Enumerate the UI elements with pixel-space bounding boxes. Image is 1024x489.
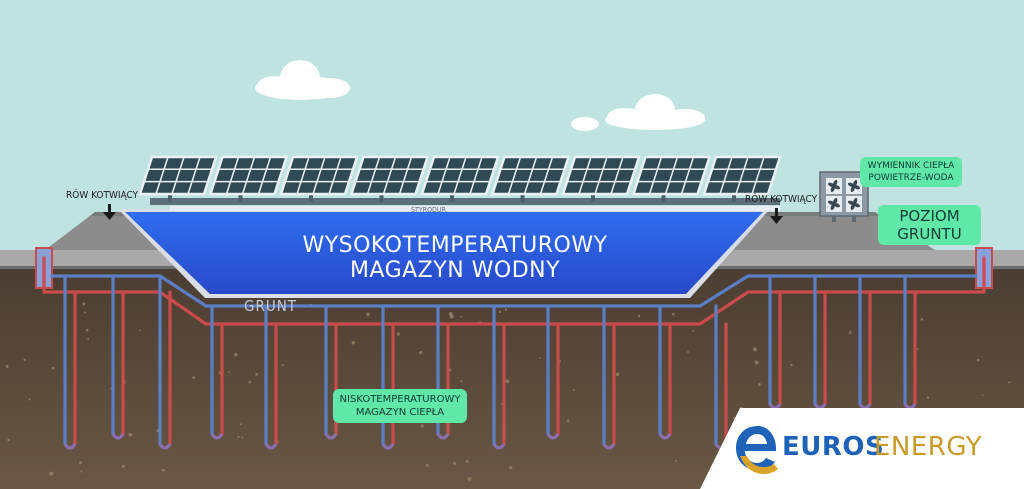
fan-icon	[846, 178, 862, 194]
pipe-bend	[264, 443, 278, 450]
pipe-bend	[492, 443, 506, 450]
solar-panel	[138, 155, 218, 202]
anchor-ditch-left-arrow	[103, 204, 116, 220]
pipe-bend	[324, 433, 338, 440]
solar-panel	[349, 155, 430, 202]
logo-background	[700, 408, 1024, 489]
water-tank	[125, 212, 763, 294]
pipe-bend	[436, 433, 450, 440]
cloud-left	[255, 60, 350, 100]
ground-level-label-line1: POZIOM	[899, 207, 960, 225]
pipe-bend	[158, 443, 172, 450]
heat-exchanger-tag: WYMIENNIK CIEPŁA POWIETRZE-WODA	[860, 157, 962, 187]
pipe-bend	[210, 433, 224, 440]
ground-level-tag: POZIOM GRUNTU	[878, 205, 981, 245]
solar-panel	[702, 155, 782, 202]
ground-label: GRUNT	[244, 297, 298, 315]
solar-panel	[490, 155, 571, 202]
solar-panel	[208, 155, 289, 202]
solar-panel	[561, 155, 641, 202]
solar-panel	[420, 155, 500, 202]
pipe	[42, 290, 986, 326]
low-temp-label-line1: NISKOTEMPERATUROWY	[339, 394, 461, 405]
styrodur-cover	[170, 206, 780, 211]
styrodur-label: STYRODUR	[411, 206, 446, 214]
pipe	[50, 274, 978, 308]
solar-panel	[279, 155, 359, 202]
pipe-bend	[546, 433, 560, 440]
fan-icon	[826, 196, 842, 212]
heat-exchanger-label-line2: POWIETRZE-WODA	[868, 173, 954, 183]
tank-title-line1: WYSOKOTEMPERATUROWY	[302, 233, 608, 258]
euros-logo-icon	[736, 426, 778, 474]
pipe-bend	[658, 433, 672, 440]
logo-text-euros: EUROS	[782, 432, 885, 462]
low-temp-storage-tag: NISKOTEMPERATUROWY MAGAZYN CIEPŁA	[333, 389, 467, 423]
anchor-ditch-right-arrow	[770, 208, 783, 224]
fan-icon	[826, 178, 842, 194]
panel-rail	[150, 198, 780, 205]
ground-heat-exchanger-pipes	[42, 256, 986, 450]
pipe-bend	[111, 433, 125, 440]
logo-text-energy: ENERGY	[874, 432, 983, 462]
solar-panel	[631, 155, 712, 202]
pipe-bend	[63, 443, 77, 450]
pipe-bend	[602, 443, 616, 450]
fan-icon	[846, 196, 862, 212]
ground-level-label-line2: GRUNTU	[897, 225, 962, 243]
tank-title-line2: MAGAZYN WODNY	[349, 258, 561, 283]
solar-array	[138, 155, 782, 202]
anchor-ditch-right-label: RÓW KOTWIĄCY	[745, 194, 818, 205]
anchor-ditch-left-label: RÓW KOTWIĄCY	[66, 190, 139, 201]
cloud-right	[571, 94, 705, 131]
low-temp-label-line2: MAGAZYN CIEPŁA	[355, 407, 445, 418]
heat-exchanger-label-line1: WYMIENNIK CIEPŁA	[867, 161, 955, 171]
logo-panel: EUROS ENERGY	[700, 408, 1024, 489]
heat-exchanger-unit	[819, 171, 869, 222]
pipe-bend	[381, 443, 395, 450]
